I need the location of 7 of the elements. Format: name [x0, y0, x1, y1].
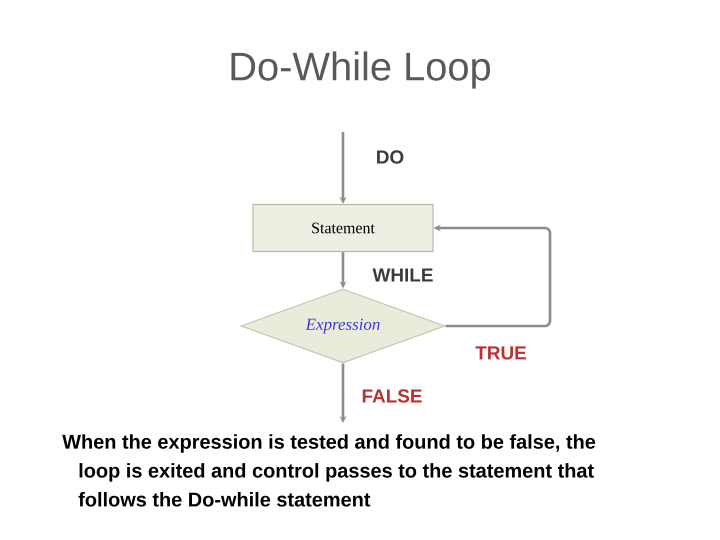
edge-label: WHILE [372, 267, 434, 282]
caption-text: When the expression is tested and found to be false, the loop is exited and control passes to the statement that follows the Do-while statement [62, 434, 596, 507]
edge-label: FALSE [360, 388, 424, 404]
edge-label: DO [374, 149, 406, 165]
process-box: Statement [252, 204, 434, 252]
title: Do-While Loop [231, 51, 490, 89]
edge-label: TRUE [474, 345, 528, 361]
